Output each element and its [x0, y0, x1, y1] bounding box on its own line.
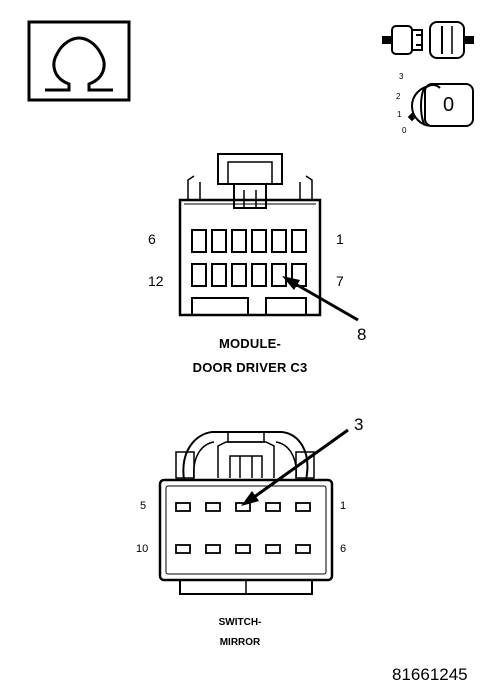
- switch-pin-label-10: 10: [136, 543, 149, 555]
- module-caption-line2: DOOR DRIVER C3: [192, 360, 308, 375]
- switch-pins-bottom-row: [175, 544, 311, 554]
- switch-caption-line1: SWITCH-: [218, 617, 262, 628]
- figure-id: 81661245: [392, 665, 468, 684]
- ohm-symbol-icon: [27, 20, 131, 102]
- module-callout-number: 8: [357, 325, 367, 344]
- module-connector: [178, 153, 322, 317]
- module-pins-top-row: [191, 229, 307, 253]
- module-pin-label-7: 7: [336, 273, 344, 289]
- switch-pin-label-1: 1: [340, 500, 347, 512]
- key-off-label: 0: [443, 94, 455, 116]
- switch-callout-number: 3: [354, 415, 364, 434]
- connector-disconnected-icon: [382, 21, 474, 59]
- switch-caption-line2: MIRROR: [219, 637, 261, 648]
- switch-pin-label-6: 6: [340, 543, 347, 555]
- module-caption-line1: MODULE-: [218, 336, 282, 351]
- switch-connector: [158, 431, 334, 595]
- key-position-3: 3: [399, 72, 404, 81]
- key-position-1: 1: [397, 110, 402, 119]
- key-position-2: 2: [396, 92, 401, 101]
- module-pin-label-12: 12: [148, 273, 164, 289]
- module-pin-label-1: 1: [336, 231, 344, 247]
- switch-pin-label-5: 5: [140, 500, 147, 512]
- switch-pins-top-row: [175, 502, 311, 512]
- module-pin-label-6: 6: [148, 231, 156, 247]
- ignition-key-off-icon: [407, 83, 474, 127]
- key-position-0: 0: [402, 126, 407, 135]
